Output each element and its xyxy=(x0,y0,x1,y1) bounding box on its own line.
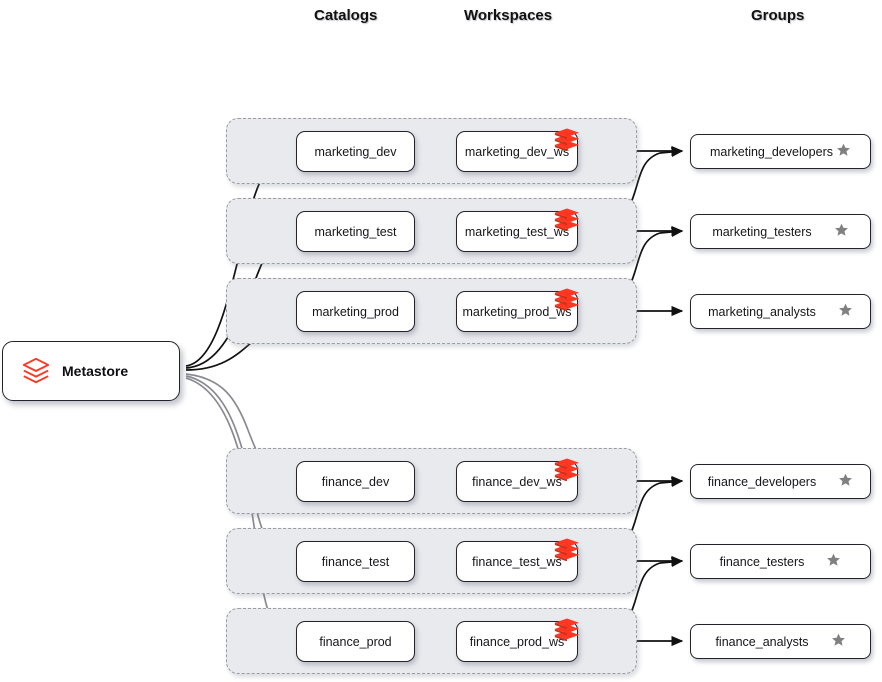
column-header-workspaces: Workspaces xyxy=(464,7,553,24)
group-node-marketing-prod[interactable]: marketing_analysts xyxy=(690,294,871,329)
workspace-node-finance-prod[interactable]: finance_prod_ws xyxy=(456,621,578,662)
catalog-label: finance_test xyxy=(321,554,390,569)
column-header-catalogs: Catalogs xyxy=(314,7,378,24)
catalog-node-finance-dev[interactable]: finance_dev xyxy=(296,461,415,502)
catalog-node-marketing-prod[interactable]: marketing_prod xyxy=(296,291,415,332)
group-node-marketing-dev[interactable]: marketing_developers xyxy=(690,134,871,169)
group-label: marketing_analysts xyxy=(708,304,816,319)
workspace-node-finance-dev[interactable]: finance_dev_ws xyxy=(456,461,578,502)
catalog-label: finance_dev xyxy=(321,474,390,489)
group-node-finance-dev[interactable]: finance_developers xyxy=(690,464,871,499)
workspace-label: marketing_dev_ws xyxy=(464,144,570,159)
star-icon[interactable] xyxy=(826,552,841,567)
catalog-node-finance-prod[interactable]: finance_prod xyxy=(296,621,415,662)
metastore-label: Metastore xyxy=(62,363,129,379)
group-inner: finance_analysts xyxy=(715,632,846,649)
workspace-label: marketing_prod_ws xyxy=(462,304,572,319)
group-inner: finance_developers xyxy=(707,472,853,489)
catalog-label: finance_prod xyxy=(319,634,392,649)
group-label: finance_analysts xyxy=(715,634,809,649)
catalog-node-marketing-dev[interactable]: marketing_dev xyxy=(296,131,415,172)
group-node-marketing-test[interactable]: marketing_testers xyxy=(690,214,871,249)
group-label: finance_developers xyxy=(707,474,817,489)
workspace-label: finance_test_ws xyxy=(472,554,562,569)
catalog-label: marketing_prod xyxy=(312,304,399,319)
catalog-node-marketing-test[interactable]: marketing_test xyxy=(296,211,415,252)
star-icon[interactable] xyxy=(838,302,853,317)
group-node-finance-prod[interactable]: finance_analysts xyxy=(690,624,871,659)
group-inner: marketing_analysts xyxy=(708,302,853,319)
catalog-label: marketing_test xyxy=(314,224,397,239)
workspace-label: marketing_test_ws xyxy=(464,224,570,239)
catalog-node-finance-test[interactable]: finance_test xyxy=(296,541,415,582)
workspace-node-finance-test[interactable]: finance_test_ws xyxy=(456,541,578,582)
group-label: marketing_developers xyxy=(710,144,833,159)
workspace-node-marketing-test[interactable]: marketing_test_ws xyxy=(456,211,578,252)
star-icon[interactable] xyxy=(838,472,853,487)
workspace-node-marketing-prod[interactable]: marketing_prod_ws xyxy=(456,291,578,332)
catalog-label: marketing_dev xyxy=(314,144,397,159)
workspace-label: finance_dev_ws xyxy=(472,474,562,489)
group-label: marketing_testers xyxy=(712,224,812,239)
workspace-label: finance_prod_ws xyxy=(469,634,565,649)
column-header-groups: Groups xyxy=(751,7,805,24)
workspace-node-marketing-dev[interactable]: marketing_dev_ws xyxy=(456,131,578,172)
group-node-finance-test[interactable]: finance_testers xyxy=(690,544,871,579)
star-icon[interactable] xyxy=(831,632,846,647)
layers-stack-icon xyxy=(22,357,50,384)
metastore-node[interactable]: Metastore xyxy=(2,341,180,401)
star-icon[interactable] xyxy=(836,142,851,157)
group-inner: finance_testers xyxy=(719,552,842,569)
group-inner: marketing_developers xyxy=(710,142,851,159)
group-inner: marketing_testers xyxy=(712,222,849,239)
star-icon[interactable] xyxy=(834,222,849,237)
group-label: finance_testers xyxy=(719,554,805,569)
